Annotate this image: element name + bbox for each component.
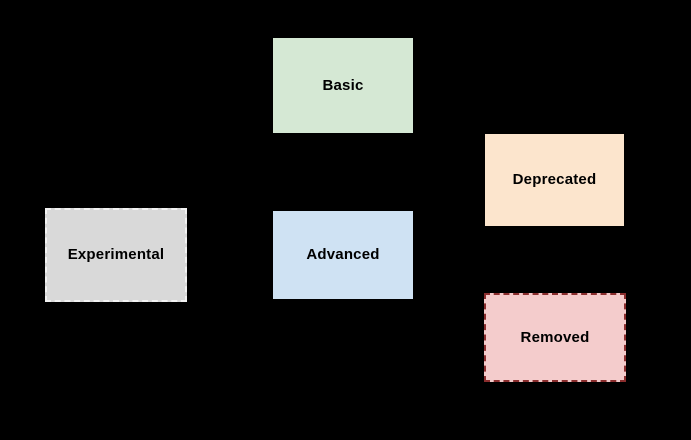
- diagram-node-advanced[interactable]: Advanced: [273, 211, 413, 299]
- diagram-node-advanced-label: Advanced: [306, 246, 380, 263]
- diagram-node-experimental-label: Experimental: [67, 246, 165, 263]
- diagram-node-basic-label: Basic: [322, 76, 364, 94]
- diagram-node-experimental[interactable]: Experimental: [45, 208, 187, 302]
- diagram-node-deprecated-label: Deprecated: [512, 171, 597, 188]
- diagram-node-deprecated[interactable]: Deprecated: [485, 134, 624, 226]
- diagram-node-basic[interactable]: Basic: [273, 38, 413, 133]
- diagram-node-removed[interactable]: Removed: [484, 293, 626, 382]
- diagram-node-removed-label: Removed: [520, 328, 590, 346]
